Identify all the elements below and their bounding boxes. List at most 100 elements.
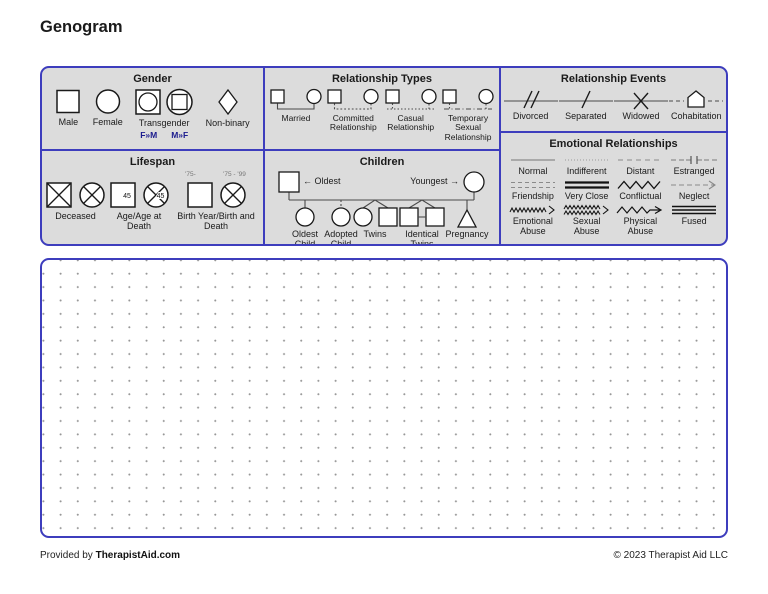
emotional-label: Indifferent — [566, 166, 607, 176]
lifespan-label: Deceased — [55, 211, 96, 221]
relationship-type-label: Committed Relationship — [329, 113, 377, 133]
legend-section-relationship-types: Relationship Types Married — [265, 73, 499, 151]
separated-icon — [558, 90, 613, 109]
emotional-item-distant: Distant — [614, 154, 668, 177]
emotional-item-neglect: Neglect — [667, 179, 721, 202]
genogram-drawing-grid — [40, 258, 728, 538]
emotional-label: Emotional Abuse — [512, 215, 553, 236]
children-label: Pregnancy — [445, 229, 489, 239]
fused-line-icon — [672, 205, 717, 215]
relationship-types-section-title: Relationship Types — [331, 73, 433, 85]
physical-abuse-line-icon — [616, 205, 663, 214]
cohabitation-house-icon — [669, 90, 724, 108]
children-label: Adopted Child — [324, 229, 358, 246]
emotional-label: Friendship — [511, 190, 554, 201]
relationship-type-committed: Committed Relationship — [325, 88, 382, 142]
emotional-item-emotional-abuse: Emotional Abuse — [506, 204, 560, 237]
children-diagram: ← Oldest Youngest → Oldest Child Adopted… — [265, 171, 499, 246]
relationship-type-label: Casual Relationship — [387, 113, 435, 133]
neglect-arrow-icon — [671, 180, 717, 190]
relationship-events-section-title: Relationship Events — [560, 73, 667, 85]
relationship-type-label: Married — [281, 113, 311, 123]
gender-label: Non-binary — [205, 118, 250, 128]
birth-death-text: '75 - '99 — [223, 171, 246, 178]
birth-year-row: '75- '75 - '99 — [172, 171, 260, 181]
relationship-type-label: Temporary Sexual Relationship — [444, 113, 492, 142]
page-title: Genogram — [40, 18, 123, 36]
transgender-symbols — [134, 88, 194, 116]
children-label: Identical Twins — [405, 229, 439, 246]
event-widowed: Widowed — [614, 88, 669, 122]
emotional-item-conflictual: Conflictual — [614, 179, 668, 202]
conflictual-zigzag-icon — [617, 180, 661, 190]
footer-copyright: © 2023 Therapist Aid LLC — [613, 550, 728, 561]
deceased-square-icon — [46, 182, 72, 208]
indifferent-line-icon — [564, 159, 609, 161]
distant-line-icon — [618, 159, 663, 161]
gender-section-title: Gender — [133, 73, 172, 85]
legend-column-1: Gender Male Female — [42, 68, 263, 244]
estranged-line-icon — [671, 156, 718, 164]
event-label: Cohabitation — [670, 111, 722, 121]
relationship-type-casual: Casual Relationship — [382, 88, 439, 142]
footer-brand: TherapistAid.com — [95, 550, 181, 561]
lifespan-symbols-row: Deceased 45 45 — [42, 171, 263, 232]
legend-section-lifespan: Lifespan — [42, 156, 263, 232]
relationship-type-temporary-sexual: Temporary Sexual Relationship — [440, 88, 497, 142]
children-label: Twins — [363, 229, 387, 239]
children-label: Oldest Child — [291, 229, 318, 246]
relationship-type-married: Married — [267, 88, 324, 142]
oldest-hint: ← Oldest — [303, 176, 341, 186]
emotional-abuse-line-icon — [509, 205, 555, 215]
event-label: Widowed — [622, 111, 660, 121]
widowed-icon — [614, 92, 669, 110]
age-symbols: 45 45 — [109, 181, 170, 209]
birthdeath-circle-icon — [219, 182, 246, 208]
page-footer: Provided by TherapistAid.com © 2023 Ther… — [40, 550, 728, 561]
temporary-sexual-line-icon — [442, 88, 494, 110]
event-label: Divorced — [512, 111, 549, 121]
relationship-events-row: Divorced Separated — [501, 88, 726, 122]
birthyear-square-icon — [186, 182, 213, 208]
age-at-death-value: 45 — [156, 193, 164, 200]
legend-column-3: Relationship Events Divorced — [499, 68, 726, 244]
footer-attribution: Provided by TherapistAid.com — [40, 550, 180, 561]
age-at-death-circle-icon: 45 — [142, 182, 169, 208]
transgender-mtf-label: M»F — [171, 129, 189, 140]
lifespan-label: Birth Year/Birth and Death — [177, 211, 255, 231]
lifespan-section-title: Lifespan — [129, 156, 176, 168]
lifespan-item-birthyear: '75- '75 - '99 Birth Yea — [172, 171, 260, 232]
married-line-icon — [270, 88, 322, 110]
birthyear-symbols — [186, 181, 247, 209]
gender-label: Transgender — [138, 118, 190, 128]
transgender-ftm-icon — [135, 89, 161, 115]
gender-item-nonbinary: Non-binary — [206, 88, 250, 129]
transgender-sublabels: F»M M»F — [140, 130, 188, 140]
emotional-label: Conflictual — [619, 190, 662, 201]
emotional-item-physical-abuse: Physical Abuse — [614, 204, 668, 237]
age-value: 45 — [123, 193, 131, 200]
legend-section-children: Children — [265, 156, 499, 246]
legend-section-relationship-events: Relationship Events Divorced — [501, 73, 726, 133]
emotional-relationships-section-title: Emotional Relationships — [549, 138, 678, 150]
children-family-structure-icon — [278, 171, 485, 228]
event-divorced: Divorced — [503, 88, 558, 122]
transgender-ftm-label: F»M — [140, 129, 158, 140]
emotional-label: Normal — [518, 166, 548, 176]
children-section-title: Children — [359, 156, 405, 168]
lifespan-item-deceased: Deceased — [45, 171, 106, 222]
gender-item-male: Male — [55, 88, 81, 128]
normal-line-icon — [510, 159, 555, 161]
event-label: Separated — [565, 111, 607, 121]
emotional-label: Physical Abuse — [623, 215, 658, 236]
lifespan-label: Age/Age at Death — [116, 211, 162, 231]
gender-item-transgender: Transgender F»M M»F — [134, 88, 194, 140]
very-close-line-icon — [564, 181, 609, 189]
gender-symbols-row: Male Female — [42, 88, 263, 140]
legend-column-2: Relationship Types Married — [263, 68, 499, 244]
emotional-label: Neglect — [678, 190, 710, 201]
spacer — [45, 171, 106, 181]
committed-line-icon — [327, 88, 379, 110]
gender-label: Female — [92, 117, 123, 127]
